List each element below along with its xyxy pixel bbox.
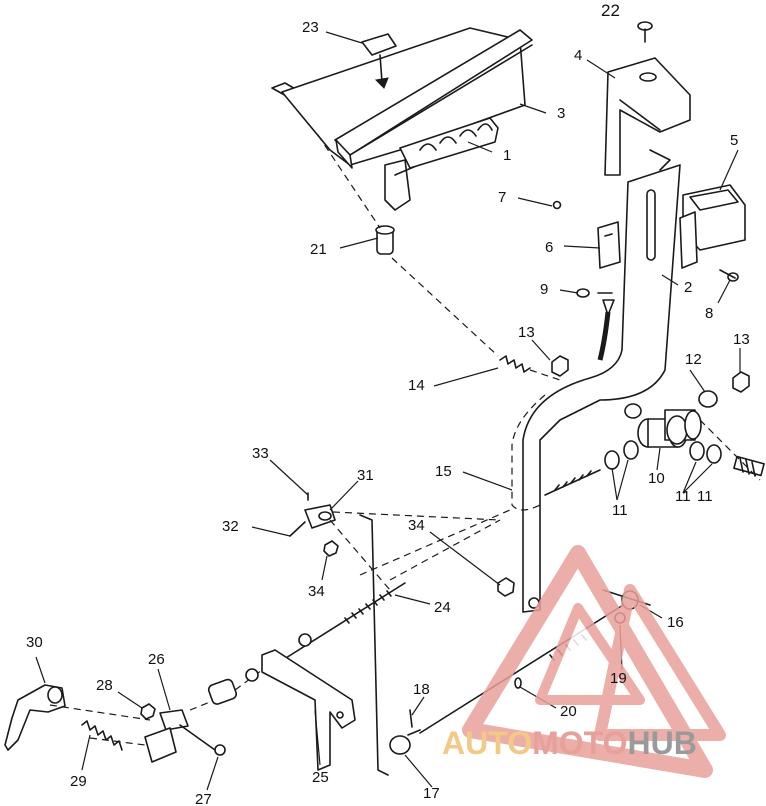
part-12-washer-left bbox=[624, 403, 642, 419]
callout-32: 32 bbox=[222, 518, 239, 535]
callout-34a: 34 bbox=[308, 583, 325, 600]
callout-24: 24 bbox=[434, 599, 451, 616]
callout-7: 7 bbox=[498, 189, 506, 206]
callout-3: 3 bbox=[557, 105, 565, 122]
part-22-screw bbox=[637, 21, 653, 43]
part-1-slotted-plate bbox=[399, 117, 499, 169]
part-9-clip bbox=[576, 288, 615, 316]
callout-2: 2 bbox=[684, 279, 692, 296]
part-21-bushing bbox=[375, 225, 395, 255]
callout-25: 25 bbox=[312, 769, 329, 786]
part-30-bracket bbox=[4, 684, 66, 751]
callout-10: 10 bbox=[648, 470, 665, 487]
callout-22: 22 bbox=[601, 1, 620, 20]
callout-11a: 11 bbox=[612, 502, 628, 519]
watermark-text: AUTOMOTOHUB bbox=[442, 725, 697, 761]
part-34-nut-small bbox=[323, 540, 339, 557]
callout-5: 5 bbox=[730, 132, 738, 149]
part-28-nut bbox=[140, 703, 156, 720]
part-25-mount-plate bbox=[261, 649, 356, 771]
callout-6: 6 bbox=[545, 239, 553, 256]
callout-30: 30 bbox=[26, 634, 43, 651]
callout-34b: 34 bbox=[408, 517, 425, 534]
callout-29: 29 bbox=[70, 773, 87, 790]
callout-9: 9 bbox=[540, 281, 548, 298]
part-31-ball-joint bbox=[289, 492, 336, 537]
part-34-nut-large bbox=[497, 577, 515, 597]
part-4-handle-cap bbox=[604, 57, 691, 176]
watermark-logo bbox=[462, 545, 726, 778]
callout-13a: 13 bbox=[518, 324, 535, 341]
callout-1: 1 bbox=[503, 147, 511, 164]
callout-31: 31 bbox=[357, 467, 374, 484]
part-23-knob bbox=[361, 33, 397, 89]
part-11-washers bbox=[604, 440, 722, 470]
linkage-rod-vertical bbox=[359, 514, 389, 776]
pivot-bolt bbox=[544, 419, 765, 496]
watermark-triangle-outer bbox=[462, 545, 713, 778]
part-7-screw-head bbox=[552, 200, 562, 210]
callout-33: 33 bbox=[252, 445, 269, 462]
part-13-nut-left bbox=[551, 355, 569, 377]
watermark-part-hub: HUB bbox=[627, 725, 696, 761]
callout-20: 20 bbox=[560, 703, 577, 720]
callout-18: 18 bbox=[413, 681, 430, 698]
callout-13b: 13 bbox=[733, 331, 750, 348]
part-26-yoke bbox=[144, 709, 226, 763]
part-17-rod-end bbox=[389, 729, 421, 755]
callout-26: 26 bbox=[148, 651, 165, 668]
watermark-part-moto: MOTO bbox=[532, 725, 627, 761]
part-2-lever-arm bbox=[511, 149, 681, 613]
watermark-part-auto: AUTO bbox=[442, 725, 532, 761]
wire-harness bbox=[597, 311, 611, 361]
alignment-line-31 bbox=[329, 511, 501, 591]
part-29-spring bbox=[81, 720, 123, 751]
part-8-bolt bbox=[719, 269, 739, 282]
callout-labels: 1 2 3 4 5 6 7 8 9 10 11 11 11 12 13 13 1… bbox=[26, 1, 750, 806]
callout-21: 21 bbox=[310, 241, 327, 258]
callout-11b: 11 bbox=[675, 488, 691, 505]
callout-27: 27 bbox=[195, 791, 212, 806]
part-18-pin bbox=[409, 709, 413, 728]
callout-23: 23 bbox=[302, 19, 319, 36]
part-6-small-bracket bbox=[597, 221, 621, 269]
callout-14: 14 bbox=[408, 377, 425, 394]
alignment-line-lower bbox=[49, 669, 263, 746]
callout-16: 16 bbox=[667, 614, 684, 631]
callout-28: 28 bbox=[96, 677, 113, 694]
part-10-pivot-bushing bbox=[637, 409, 702, 448]
callout-12: 12 bbox=[685, 351, 702, 368]
part-14-spring bbox=[499, 355, 531, 373]
callout-4: 4 bbox=[574, 47, 582, 64]
callout-11c: 11 bbox=[697, 488, 713, 505]
callout-15: 15 bbox=[435, 463, 452, 480]
callout-8: 8 bbox=[705, 305, 713, 322]
part-13-nut-right bbox=[732, 371, 750, 393]
callout-19: 19 bbox=[610, 670, 627, 687]
alignment-line-15 bbox=[359, 509, 511, 576]
side-plate bbox=[679, 211, 698, 269]
watermark-triangle-second bbox=[594, 584, 726, 741]
adjuster-cylinder bbox=[207, 668, 259, 705]
part-3-bracket-rail bbox=[271, 27, 533, 211]
part-12-washer-right bbox=[698, 390, 718, 408]
alignment-line-upper bbox=[317, 134, 561, 381]
part-24-cable bbox=[269, 582, 406, 669]
callout-17: 17 bbox=[423, 785, 440, 802]
